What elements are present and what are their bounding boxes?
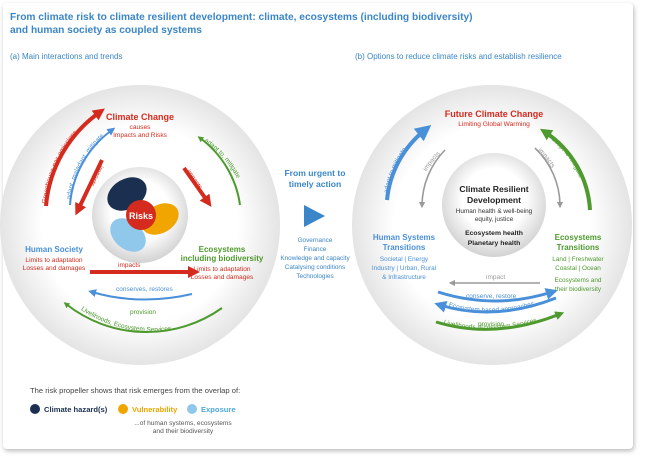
provision-label: provision [130, 309, 156, 316]
human-society-title: Human Society [25, 245, 83, 254]
planetary-health-label: Planetary health [468, 240, 521, 247]
provision-b-arrow [435, 311, 565, 331]
climate-causes-label: causes [130, 124, 152, 131]
crd-title-line1: Climate Resilient [459, 184, 528, 194]
vulnerability-swatch-icon [118, 404, 128, 414]
legend-note-line2: and their biodiversity [152, 428, 214, 435]
adapt-eco-arrow [197, 136, 241, 206]
future-climate-title: Future Climate Change [445, 109, 544, 119]
climate-change-title: Climate Change [106, 112, 174, 122]
human-limits-label: Limits to adaptation [25, 257, 83, 264]
hst-title-line1: Human Systems [373, 233, 436, 242]
ghg-emissions-arrow [44, 108, 105, 207]
climate-impacts-risks-label: Impacts and Risks [113, 132, 168, 139]
figure-title: From climate risk to climate resilient d… [10, 11, 570, 37]
legend-hazard-label: Climate hazard(s) [44, 404, 108, 414]
impacts-left-gray-arrow [418, 149, 446, 209]
human-losses-label: Losses and damages [23, 265, 86, 272]
ecosystems-subtitle: including biodiversity [181, 254, 264, 263]
conserve-arrow [437, 288, 558, 303]
legend-exposure-label: Exposure [201, 404, 236, 414]
legend-hazard: Climate hazard(s) [30, 404, 107, 414]
legend-vulnerability-label: Vulnerability [132, 404, 178, 414]
enabler-knowledge: Knowledge and capacity [280, 255, 350, 262]
impacts-left-arrow [75, 159, 104, 216]
action-arrow-icon [304, 205, 325, 227]
legend-note-line1: ...of human systems, ecosystems [134, 420, 232, 427]
enabler-catalysing: Catalysing conditions [285, 264, 345, 271]
enabler-finance: Finance [304, 246, 327, 253]
ecosystem-health-label: Ecosystem health [465, 230, 523, 237]
legend-intro: The risk propeller shows that risk emerg… [30, 386, 241, 395]
et-ecosystems-label: Ecosystems and [555, 277, 602, 284]
panel-a-label: (a) Main interactions and trends [10, 52, 123, 61]
et-biodiversity-label: their biodiversity [555, 286, 602, 293]
hst-industry-label: Industry | Urban, Rural [372, 265, 436, 272]
limiting-warming-label: Limiting Global Warming [458, 121, 530, 128]
risks-hub [126, 200, 156, 230]
legend-note: ...of human systems, ecosystems and thei… [128, 420, 238, 436]
exposure-swatch-icon [187, 404, 197, 414]
crd-health-label: Human health & well-being [456, 208, 533, 215]
action-heading-line2: timely action [289, 179, 342, 189]
adapt-right-arrow [539, 128, 592, 211]
eco-limits-label: Limits to adaptation [193, 266, 251, 273]
adapt-human-arrow [69, 127, 116, 206]
impacts-right-gray-arrow [534, 147, 564, 209]
conserves-arrow [88, 289, 193, 301]
panel-b-center-circle [442, 153, 546, 257]
legend-exposure: Exposure [187, 404, 236, 414]
et-coastal-label: Coastal | Ocean [555, 265, 601, 272]
legend-vulnerability: Vulnerability [118, 404, 177, 414]
risks-label: Risks [129, 211, 153, 221]
et-title-line1: Ecosystems [555, 233, 602, 242]
hazard-swatch-icon [30, 404, 40, 414]
figure-title-line1: From climate risk to climate resilient d… [10, 12, 473, 23]
eba-arrow [434, 296, 557, 314]
hst-infrastructure-label: & Infrastructure [382, 274, 426, 281]
provision-arrow [63, 302, 223, 334]
action-heading-line1: From urgent to [284, 168, 345, 178]
ecosystems-title: Ecosystems [199, 245, 246, 254]
conserve-label: conserve, restore [466, 293, 517, 300]
figure-title-line2: and human society as coupled systems [10, 25, 202, 36]
et-land-label: Land | Freshwater [552, 256, 604, 263]
panel-b-label: (b) Options to reduce climate risks and … [355, 52, 562, 61]
impact-bottom-gray-label: impact [486, 274, 505, 281]
enabler-governance: Governance [298, 237, 333, 244]
crd-title-line2: Development [467, 195, 521, 205]
impacts-bottom-label: impacts [118, 262, 141, 269]
eco-losses-label: Losses and damages [191, 274, 254, 281]
conserves-label: conserves, restores [116, 286, 173, 293]
et-title-line2: Transitions [557, 243, 600, 252]
crd-equity-label: equity, justice [475, 216, 514, 223]
hst-title-line2: Transitions [383, 243, 426, 252]
adapt-left-arrow [385, 125, 432, 201]
provision-b-label: provision [478, 321, 504, 328]
enabler-technologies: Technologies [296, 273, 333, 280]
impacts-right-arrow [182, 166, 212, 207]
hst-societal-label: Societal | Energy [380, 256, 429, 263]
